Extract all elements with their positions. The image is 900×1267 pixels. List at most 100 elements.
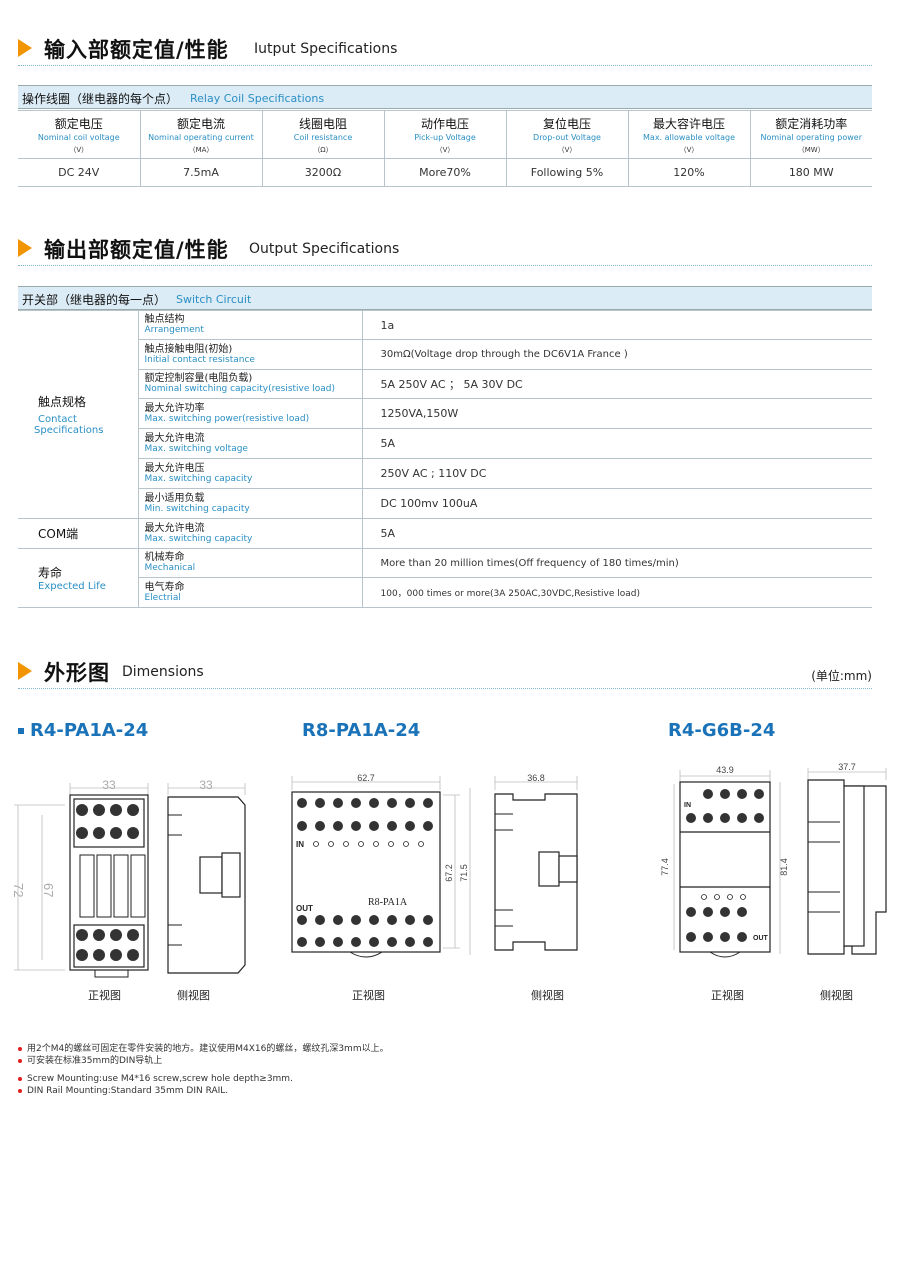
value-cell: 1a	[361, 310, 872, 340]
unit-label: (单位:mm)	[811, 669, 872, 683]
front-view-caption: 正视图	[711, 989, 744, 1002]
side-view-caption: 侧视图	[177, 989, 210, 1002]
arrow-icon	[18, 662, 32, 680]
model-title: R4-G6B-24	[668, 720, 776, 741]
switch-bar-en: Switch Circuit	[176, 293, 252, 306]
value-cell: DC 24V	[18, 158, 141, 187]
value-cell: DC 100mv 100uA	[361, 488, 872, 519]
value-cell: Following 5%	[505, 158, 629, 187]
value-cell: 1250VA,150W	[361, 398, 872, 429]
section-title-zh: 输入部额定值/性能	[44, 38, 229, 62]
side-view-caption: 侧视图	[820, 989, 853, 1002]
in-label: IN	[684, 802, 691, 809]
r4pa1a-front-drawing: 33 72 67	[11, 778, 149, 978]
note-item: 可安装在标准35mm的DIN导轨上	[18, 1055, 389, 1067]
arrow-icon	[18, 239, 32, 257]
side-view-caption: 侧视图	[531, 989, 564, 1002]
coil-bar: 操作线圈（继电器的每个点） Relay Coil Specifications	[18, 85, 872, 109]
r8pa1a-side-drawing: 36.8	[494, 773, 578, 951]
out-label: OUT	[753, 935, 769, 942]
dim-label: 62.7	[357, 773, 375, 783]
note-item: Screw Mounting:use M4*16 screw,screw hol…	[18, 1073, 389, 1085]
front-view-caption: 正视图	[352, 989, 385, 1002]
value-cell: 100，000 times or more(3A 250AC,30VDC,Res…	[361, 577, 872, 608]
dim-label: 67	[41, 883, 56, 897]
value-cell: 180 MW	[749, 158, 872, 187]
dim-label: 36.8	[527, 773, 545, 783]
bullet-icon	[18, 1076, 22, 1081]
table-row: 额定控制容量(电阻负载)Nominal switching capacity(r…	[18, 369, 872, 399]
dim-label: 67.2	[444, 864, 454, 882]
life-category: 寿命 Expected Life	[18, 548, 139, 608]
value-cell: 250V AC ; 110V DC	[361, 458, 872, 489]
coil-bar-en: Relay Coil Specifications	[190, 92, 325, 105]
notes: 用2个M4的螺丝可固定在零件安装的地方。建议使用M4X16的螺丝，螺纹孔深3mm…	[18, 1043, 389, 1097]
bullet-icon	[18, 1058, 22, 1063]
switch-bar-zh: 开关部（继电器的每一点）	[22, 293, 167, 307]
product-label: R8-PA1A	[368, 897, 408, 908]
arrow-icon	[18, 39, 32, 57]
r8pa1a-front-drawing: 62.7 67.2 71.5 IN R8-PA1A OUT	[291, 773, 471, 958]
dim-label: 33	[199, 778, 213, 792]
bullet-icon	[18, 1046, 22, 1051]
com-category: COM端	[18, 518, 139, 549]
dim-label: 72	[11, 883, 26, 897]
value-cell: 5A	[361, 428, 872, 459]
dim-label: 37.7	[838, 762, 856, 772]
in-label: IN	[296, 840, 304, 849]
table-row: DC 24V 7.5mA 3200Ω More70% Following 5% …	[18, 158, 872, 187]
value-cell: 7.5mA	[139, 158, 263, 187]
value-cell: More70%	[383, 158, 507, 187]
dim-label: 81.4	[779, 858, 789, 876]
item-cell: 额定控制容量(电阻负载)Nominal switching capacity(r…	[138, 369, 363, 399]
dim-label: 33	[102, 778, 116, 792]
table-row: 触点接触电阻(初始)Initial contact resistance 30m…	[18, 339, 872, 370]
r4g6b-side-drawing: 37.7	[807, 762, 887, 955]
section-title-en: Output Specifications	[249, 241, 400, 257]
note-item: 用2个M4的螺丝可固定在零件安装的地方。建议使用M4X16的螺丝，螺纹孔深3mm…	[18, 1043, 389, 1055]
section-output-header: 输出部额定值/性能 Output Specifications	[18, 232, 872, 266]
section-title-en: Iutput Specifications	[254, 41, 398, 57]
value-cell: 3200Ω	[261, 158, 385, 187]
section-title-zh: 输出部额定值/性能	[44, 238, 229, 262]
model-title: R4-PA1A-24	[18, 720, 148, 741]
section-input-header: 输入部额定值/性能 Iutput Specifications	[18, 32, 872, 66]
model-title: R8-PA1A-24	[302, 720, 421, 741]
section-title-zh: 外形图	[44, 661, 110, 685]
value-cell: More than 20 million times(Off frequency…	[361, 548, 872, 578]
dim-label: 77.4	[660, 858, 670, 876]
switch-bar: 开关部（继电器的每一点） Switch Circuit	[18, 286, 872, 310]
out-label: OUT	[296, 904, 313, 913]
r4pa1a-side-drawing: 33	[167, 778, 246, 974]
value-cell: 30mΩ(Voltage drop through the DC6V1A Fra…	[361, 339, 872, 370]
value-cell: 5A	[361, 518, 872, 549]
bullet-icon	[18, 1088, 22, 1093]
value-cell: 5A 250V AC ； 5A 30V DC	[361, 369, 872, 399]
dim-label: 71.5	[459, 864, 469, 882]
dim-label: 43.9	[716, 765, 734, 775]
